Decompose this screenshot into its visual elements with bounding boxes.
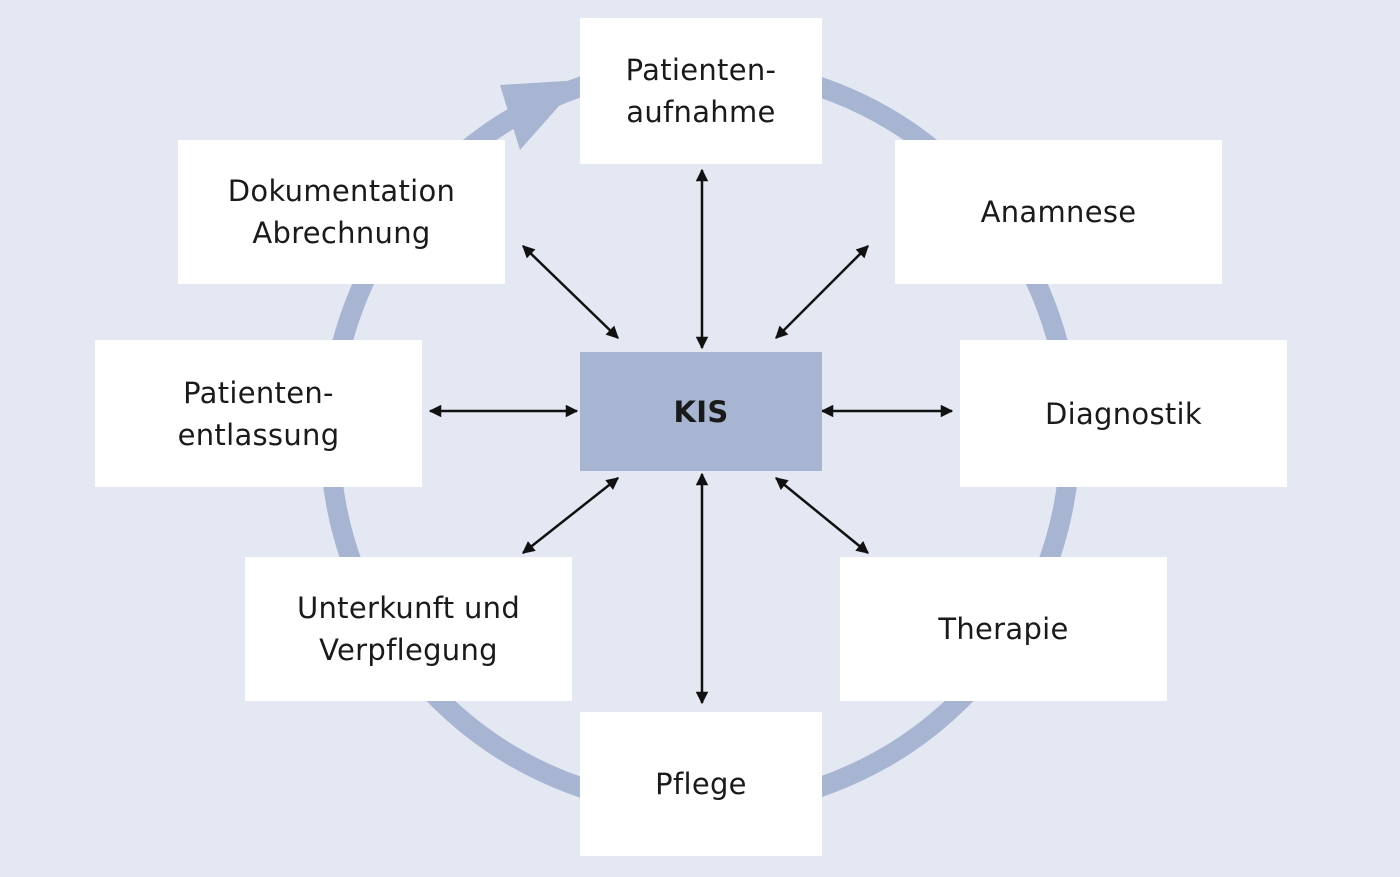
kis-label: KIS [673,394,729,429]
kis-center-box: KIS [580,352,822,471]
node-label: Therapie [938,612,1069,646]
node-label: Diagnostik [1044,396,1203,431]
node-label: Patienten- entlassung [177,375,340,452]
connector-arrows [428,168,954,705]
node-diagnostik: Diagnostik [960,340,1287,487]
arrow-unterkunft [522,477,619,554]
cycle-arrowhead [500,80,582,150]
node-label: Pflege [655,767,747,801]
node-unterkunft-verpflegung: Unterkunft und Verpflegung [245,557,572,701]
node-label: Unterkunft und Verpflegung [296,591,521,667]
node-label: Anamnese [980,195,1137,229]
node-therapie: Therapie [840,557,1167,701]
node-patientenentlassung: Patienten- entlassung [95,340,422,487]
node-patientenaufnahme: Patienten- aufnahme [580,18,822,164]
node-pflege: Pflege [580,712,822,856]
node-dokumentation-abrechnung: Dokumentation Abrechnung [178,140,505,284]
node-label: Dokumentation Abrechnung [227,174,456,250]
node-label: Patienten- aufnahme [625,53,777,129]
arrow-therapie [775,477,869,554]
node-anamnese: Anamnese [895,140,1222,284]
arrow-anamnese [775,245,869,339]
arrow-dokumentation [522,245,619,339]
